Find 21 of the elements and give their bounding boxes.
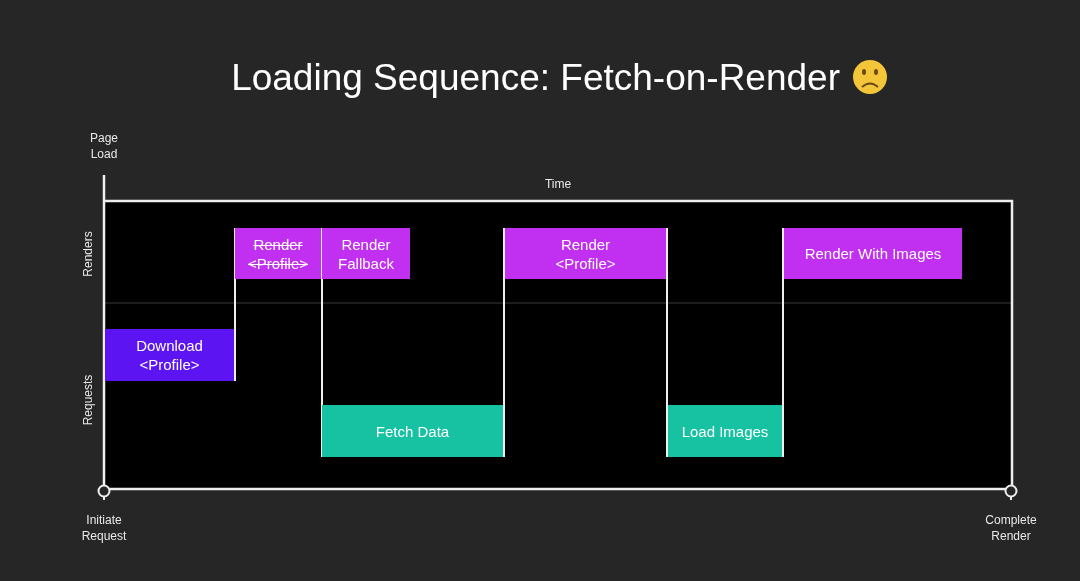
- struck-bar-label: Render <Profile>: [246, 234, 309, 273]
- render-bar: [235, 228, 321, 279]
- bar-label: Load Images: [681, 421, 769, 441]
- bar-label: Download <Profile>: [135, 336, 204, 374]
- bar-label: Render <Profile>: [554, 234, 617, 273]
- lane-label: Renders: [80, 230, 96, 279]
- render-bar: [784, 228, 962, 279]
- lane-label: Requests: [80, 373, 96, 428]
- axis-label: Time: [543, 176, 573, 192]
- bar-label: Fetch Data: [375, 421, 450, 441]
- axis-label: Complete Render: [984, 512, 1038, 544]
- request-bar: [322, 405, 503, 457]
- bar-label: Render With Images: [804, 244, 942, 263]
- axis-label: Initiate Request: [80, 512, 128, 544]
- request-bar: [668, 405, 782, 457]
- slide-title: Loading Sequence: Fetch-on-Render: [230, 56, 840, 100]
- render-bar: [505, 228, 666, 279]
- download-bar: [105, 329, 234, 381]
- axis-label: Page Load: [89, 130, 119, 162]
- render-bar: [322, 228, 410, 279]
- bar-label: Render Fallback: [337, 234, 395, 273]
